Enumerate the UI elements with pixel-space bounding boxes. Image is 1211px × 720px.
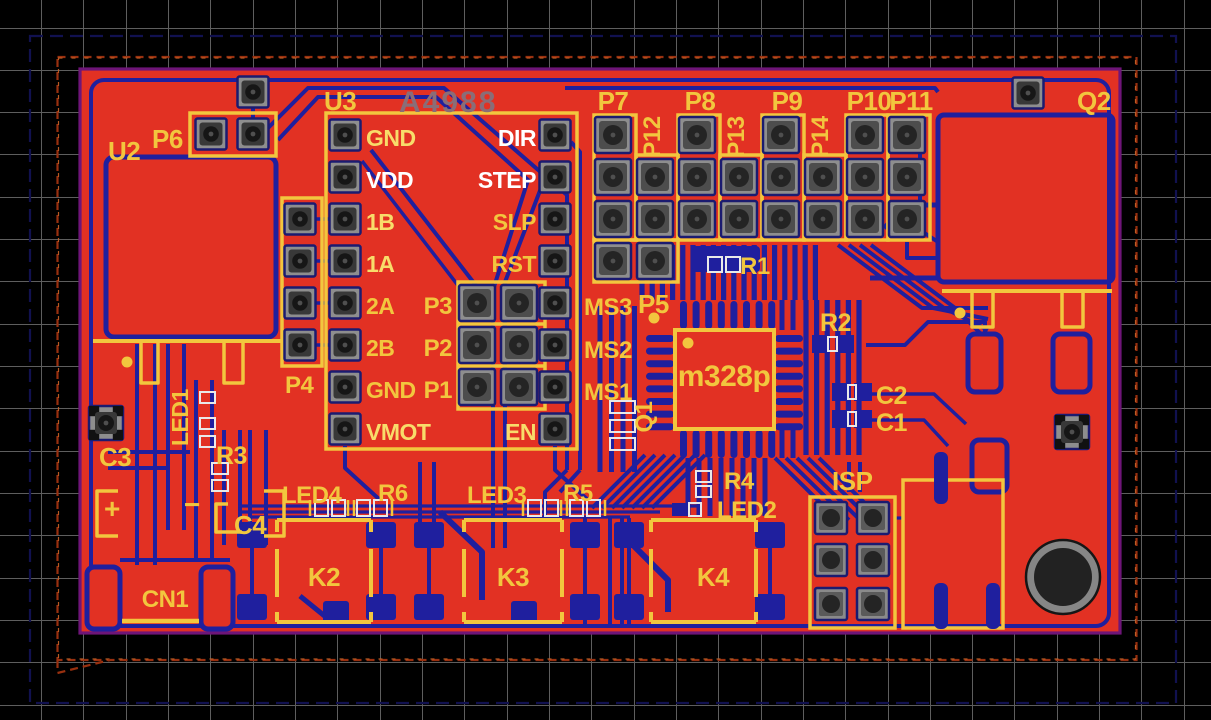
svg-text:EN: EN: [505, 419, 536, 445]
svg-text:R1: R1: [740, 253, 770, 280]
svg-text:P4: P4: [285, 372, 315, 399]
svg-text:R3: R3: [216, 442, 247, 470]
svg-text:Q2: Q2: [1077, 86, 1111, 116]
svg-text:+: +: [104, 493, 120, 524]
svg-text:P2: P2: [424, 335, 453, 362]
svg-text:VDD: VDD: [366, 167, 413, 193]
svg-text:P12: P12: [639, 116, 666, 157]
svg-text:Q1: Q1: [631, 401, 658, 432]
svg-text:m328p: m328p: [678, 360, 771, 393]
svg-text:U2: U2: [108, 136, 140, 166]
svg-text:2B: 2B: [366, 335, 394, 361]
svg-text:R4: R4: [724, 468, 755, 495]
svg-text:LED2: LED2: [717, 497, 777, 524]
svg-text:LED3: LED3: [467, 482, 527, 509]
svg-text:1A: 1A: [366, 251, 394, 277]
svg-text:LED4: LED4: [282, 482, 343, 509]
svg-text:C3: C3: [99, 442, 131, 472]
svg-text:CN1: CN1: [142, 586, 189, 613]
svg-text:K2: K2: [308, 562, 340, 592]
svg-text:GND: GND: [366, 125, 416, 151]
svg-text:P7: P7: [598, 86, 629, 116]
svg-text:A4988: A4988: [399, 86, 497, 119]
svg-text:P9: P9: [772, 86, 803, 116]
svg-text:U3: U3: [324, 86, 356, 116]
svg-text:MS2: MS2: [584, 337, 632, 364]
svg-text:P13: P13: [723, 116, 750, 157]
svg-text:−: −: [184, 489, 200, 520]
svg-text:P11: P11: [889, 86, 932, 116]
svg-text:C2: C2: [876, 382, 907, 410]
svg-text:P3: P3: [424, 293, 453, 320]
svg-text:C4: C4: [234, 510, 267, 540]
svg-text:SLP: SLP: [493, 209, 536, 235]
svg-text:P1: P1: [424, 377, 453, 404]
svg-text:DIR: DIR: [498, 125, 537, 151]
svg-text:K3: K3: [497, 562, 529, 592]
svg-text:P10: P10: [847, 86, 892, 116]
svg-text:GND: GND: [366, 377, 416, 403]
svg-text:C1: C1: [876, 409, 908, 437]
svg-text:STEP: STEP: [478, 167, 536, 193]
svg-text:P5: P5: [638, 289, 669, 319]
svg-text:K4: K4: [697, 562, 730, 592]
svg-text:P8: P8: [685, 86, 716, 116]
svg-text:R2: R2: [820, 309, 851, 337]
svg-text:ISP: ISP: [832, 466, 873, 496]
svg-text:2A: 2A: [366, 293, 394, 319]
svg-text:VMOT: VMOT: [366, 419, 431, 445]
svg-text:MS3: MS3: [584, 294, 632, 321]
svg-text:P6: P6: [152, 124, 183, 154]
svg-text:R5: R5: [563, 480, 593, 507]
svg-text:LED1: LED1: [167, 389, 193, 447]
svg-text:MS1: MS1: [584, 379, 632, 406]
svg-text:RST: RST: [492, 251, 537, 277]
svg-text:1B: 1B: [366, 209, 394, 235]
svg-text:P14: P14: [807, 115, 834, 157]
svg-text:R6: R6: [378, 480, 408, 507]
